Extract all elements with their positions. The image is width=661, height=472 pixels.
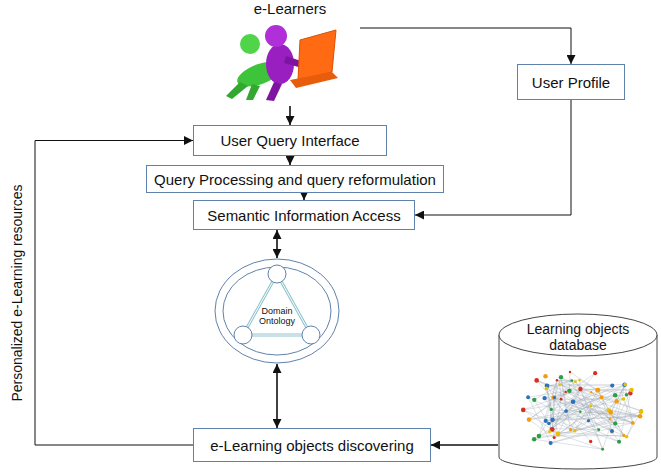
node-label: User Profile <box>532 74 610 91</box>
edge-label: Personalized e-Learning resources <box>9 182 25 403</box>
process-box: e-Learning objects discovering <box>193 428 431 462</box>
profile-box: User Profile <box>517 64 625 100</box>
network-texture <box>521 371 643 451</box>
node-label: Query Processing and query reformulation <box>154 171 436 188</box>
node-label: e-Learning objects discovering <box>210 437 413 454</box>
actor-heading: e-Learners <box>220 0 360 17</box>
flow-arrow <box>360 28 571 64</box>
flow-arrow <box>289 156 291 165</box>
flow-arrow <box>415 100 571 215</box>
learners-illustration: e-Learners <box>220 0 360 106</box>
database-cylinder: Learning objects database <box>498 313 658 470</box>
node-label: Semantic Information Access <box>207 207 400 224</box>
node-label: Domain Ontology <box>247 306 307 327</box>
flow-arrow <box>303 193 305 200</box>
flow-arrow <box>276 230 278 258</box>
process-box: User Query Interface <box>193 125 387 156</box>
ontology-ellipse: Domain Ontology <box>213 258 341 364</box>
process-box: Query Processing and query reformulation <box>146 165 444 193</box>
node-label: User Query Interface <box>220 132 359 149</box>
flow-arrow <box>289 106 291 125</box>
flow-arrow <box>276 364 278 428</box>
process-box: Semantic Information Access <box>193 200 415 230</box>
flow-arrow <box>431 444 498 446</box>
node-label: Learning objects database <box>518 321 638 353</box>
